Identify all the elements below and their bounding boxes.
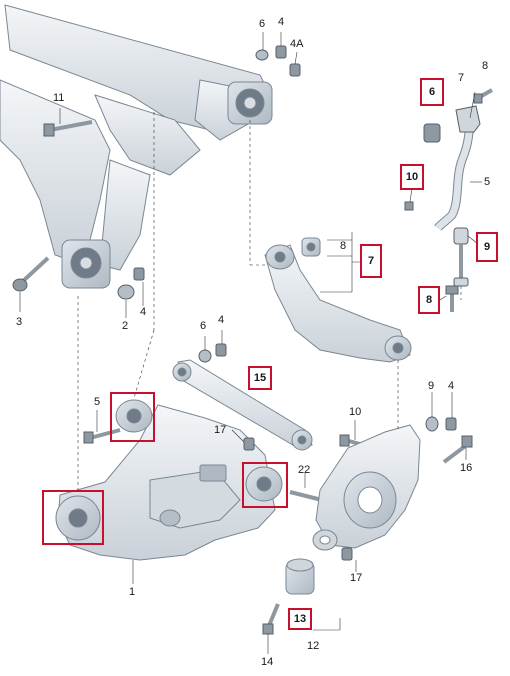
stabilizer-bushing-6: [423, 123, 441, 143]
lower-control-arm-1: [57, 404, 276, 561]
lower-arm-bushing-inner: [55, 495, 101, 541]
label-8-stab-bottom-text: 8: [425, 294, 433, 306]
label-6-stab-text: 6: [428, 86, 436, 98]
washer-9-right: [425, 416, 439, 432]
label-7-mid-text: 7: [367, 255, 375, 267]
label-9-stab-text: 9: [483, 241, 491, 253]
label-14: 14: [261, 656, 274, 668]
lower-arm-bushing-outer: [245, 466, 283, 502]
nut-4-top: [275, 45, 287, 59]
bolt-8-stab-top: [473, 88, 493, 104]
label-6-mid: 6: [200, 320, 207, 332]
label-2: 2: [122, 320, 129, 332]
label-13-text: 13: [293, 613, 307, 625]
bushing-8-upper: [301, 237, 321, 257]
coupling-rod-9: [453, 227, 469, 287]
label-13: 13: [288, 608, 312, 630]
bolt-5-left: [83, 428, 121, 444]
wheel-bearing-housing-12: [312, 424, 421, 551]
upper-control-arm-7: [264, 244, 412, 363]
nut-4-left: [133, 267, 145, 281]
highlight-bushing-front: [110, 392, 155, 442]
bolt-8-stab-bottom: [445, 285, 459, 312]
bushing-13: [285, 558, 315, 595]
label-4a: 4A: [290, 38, 304, 50]
label-15-text: 15: [253, 372, 267, 384]
subframe-bushing-right: [227, 81, 273, 125]
bolt-3: [12, 256, 50, 292]
label-5-left: 5: [94, 396, 101, 408]
washer-2: [117, 284, 135, 300]
label-5-stab: 5: [484, 176, 491, 188]
label-17-upper: 17: [214, 424, 227, 436]
label-15: 15: [248, 366, 272, 390]
label-10-stab-text: 10: [405, 171, 419, 183]
subframe: [0, 4, 271, 271]
bolt-11: [43, 120, 93, 137]
nut-4-right: [445, 417, 457, 431]
bolt-10-stab: [404, 201, 414, 211]
label-8-upper: 8: [340, 240, 347, 252]
nut-4-mid: [215, 343, 227, 357]
stabilizer-clamp-7: [455, 105, 481, 133]
washer-6-mid: [198, 349, 212, 363]
label-22: 22: [298, 464, 311, 476]
toe-link-15: [172, 359, 313, 451]
label-9-right: 9: [428, 380, 435, 392]
label-11: 11: [53, 92, 65, 104]
label-8-stab-bottom: 8: [418, 286, 440, 314]
bolt-14: [262, 603, 280, 635]
label-16: 16: [460, 462, 473, 474]
label-1: 1: [129, 586, 136, 598]
label-10-stab: 10: [400, 164, 424, 190]
label-3: 3: [16, 316, 23, 328]
label-4-top: 4: [278, 16, 285, 28]
stabilizer-bar-5: [434, 109, 475, 231]
leader-lines: [19, 32, 482, 654]
label-4-mid: 4: [218, 314, 225, 326]
highlight-bushing-inner: [42, 490, 104, 545]
label-7-mid: 7: [360, 244, 382, 278]
bolt-16: [442, 435, 473, 464]
label-4-right: 4: [448, 380, 455, 392]
highlight-bushing-outer: [242, 462, 288, 508]
label-4-left: 4: [140, 306, 147, 318]
nut-17-upper: [243, 437, 255, 451]
label-17-lower: 17: [350, 572, 363, 584]
label-12: 12: [307, 640, 320, 652]
subframe-bushing-left: [61, 239, 111, 289]
label-7-stab: 7: [458, 72, 465, 84]
label-9-stab: 9: [476, 232, 498, 262]
lower-arm-bushing-front: [115, 399, 153, 433]
nut-4a: [289, 63, 301, 77]
label-8-stab-top: 8: [482, 60, 489, 72]
label-10-mid: 10: [349, 406, 362, 418]
bolt-22: [289, 490, 323, 502]
washer-6-top: [255, 49, 269, 61]
label-6-stab: 6: [420, 78, 444, 106]
label-6-top: 6: [259, 18, 266, 30]
nut-17-lower: [341, 547, 353, 561]
